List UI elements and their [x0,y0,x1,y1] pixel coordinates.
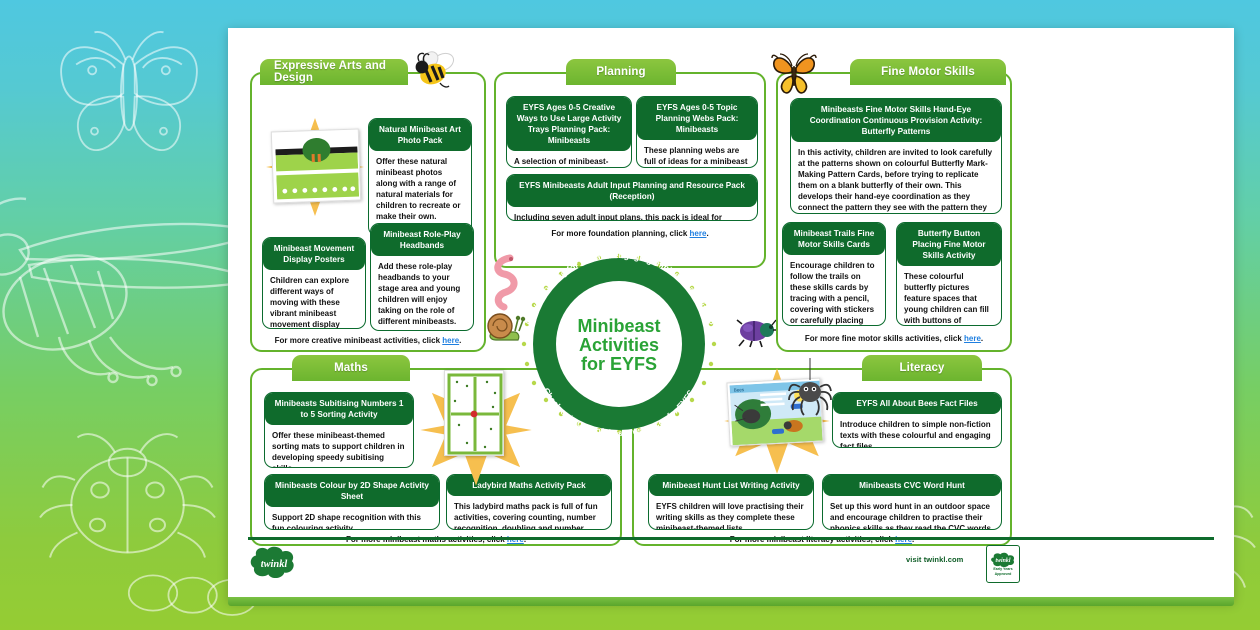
card-title: Minibeast Role-Play Headbands [371,224,473,256]
poster-page: Expressive Arts and Design [228,28,1234,602]
card-eyfs-creative-ways-activity-trays[interactable]: EYFS Ages 0-5 Creative Ways to Use Large… [506,96,632,168]
more-link-literacy: For more minibeast literacy activities, … [634,535,1010,544]
card-fine-motor-hand-eye-butterfly-patterns[interactable]: Minibeasts Fine Motor Skills Hand-Eye Co… [790,98,1002,214]
more-suffix: . [459,336,462,345]
card-title: Butterfly Button Placing Fine Motor Skil… [897,223,1001,266]
card-title: Minibeast Movement Display Posters [263,238,365,270]
card-eyfs-adult-input-planning-pack[interactable]: EYFS Minibeasts Adult Input Planning and… [506,174,758,221]
card-butterfly-button-placing-activity[interactable]: Butterfly Button Placing Fine Motor Skil… [896,222,1002,326]
more-suffix: . [706,229,709,238]
butterfly-icon [771,53,817,94]
card-eyfs-all-about-bees-fact-files[interactable]: EYFS All About Bees Fact Files Introduce… [832,392,1002,448]
more-text: For more creative minibeast activities, … [274,336,443,345]
photo-subitising-sorting-mat [444,370,504,456]
card-body: Including seven adult input plans, this … [514,213,723,221]
more-suffix: . [523,535,527,544]
card-title: Minibeasts Fine Motor Skills Hand-Eye Co… [791,99,1001,142]
card-body: A selection of minibeast-themed large ac… [514,157,609,166]
card-body: Offer these natural minibeast photos alo… [376,157,461,221]
bee-icon [415,51,455,88]
visit-twinkl-text[interactable]: visit twinkl.com [906,555,964,564]
card-title: EYFS Ages 0-5 Creative Ways to Use Large… [507,97,631,151]
spider-icon [788,358,832,416]
card-title: Minibeasts Colour by 2D Shape Activity S… [265,475,439,507]
card-body: These planning webs are full of ideas fo… [644,146,748,166]
card-body: Children can explore different ways of m… [270,276,350,329]
panel-planning: Planning EYFS Ages 0-5 Creative Ways to … [494,59,766,268]
badge-line2: Activities [579,335,659,355]
more-text: For more minibeast maths activities, cli… [345,535,507,544]
card-eyfs-topic-planning-webs[interactable]: EYFS Ages 0-5 Topic Planning Webs Pack: … [636,96,758,168]
card-body: Set up this word hunt in an outdoor spac… [830,502,994,530]
card-body: In this activity, children are invited t… [798,148,993,212]
card-body: Encourage children to follow the trails … [790,261,875,325]
more-text: For more minibeast literacy activities, … [729,535,896,544]
more-text: For more fine motor skills activities, c… [804,334,965,343]
card-minibeasts-cvc-word-hunt[interactable]: Minibeasts CVC Word Hunt Set up this wor… [822,474,1002,530]
card-minibeast-trails-fine-motor-cards[interactable]: Minibeast Trails Fine Motor Skills Cards… [782,222,886,326]
here-link[interactable]: here [689,229,707,238]
card-title: Minibeast Trails Fine Motor Skills Cards [783,223,885,255]
panel-fine-motor-skills: Fine Motor Skills Minibeasts Fine Motor … [776,59,1012,352]
card-title: EYFS Ages 0-5 Topic Planning Webs Pack: … [637,97,757,140]
card-minibeast-hunt-list-writing-activity[interactable]: Minibeast Hunt List Writing Activity EYF… [648,474,814,530]
card-title: Ladybird Maths Activity Pack [447,475,611,496]
card-minibeast-movement-display-posters[interactable]: Minibeast Movement Display Posters Child… [262,237,366,329]
photo-thumb-woodland [274,132,360,200]
more-link-planning: For more foundation planning, click here… [496,229,764,238]
here-link[interactable]: here [964,334,981,343]
card-minibeasts-colour-by-2d-shape[interactable]: Minibeasts Colour by 2D Shape Activity S… [264,474,440,530]
centre-badge: Are you looking for fun and engaging min… [511,252,727,440]
twinkl-early-years-badge: twinkl Early Years Approved [986,545,1020,583]
badge-arc-text: Are you looking for fun and engaging min… [521,252,717,438]
here-link[interactable]: here [895,535,913,544]
more-suffix: . [980,334,984,343]
card-body: This ladybird maths pack is full of fun … [454,502,598,530]
card-body: Support 2D shape recognition with this f… [272,513,421,530]
panel-expressive-arts-and-design: Expressive Arts and Design [250,59,486,352]
more-link-expressive: For more creative minibeast activities, … [252,336,484,345]
badge-wordmark: twinkl [996,558,1011,564]
panel-tab-expressive-arts[interactable]: Expressive Arts and Design [260,59,408,85]
page-bottom-bar [228,597,1234,606]
footer-divider [248,537,1214,540]
card-body: These colourful butterfly pictures featu… [904,272,989,325]
twinkl-wordmark: twinkl [261,559,288,570]
svg-text:Bees: Bees [734,387,745,393]
panel-tab-maths[interactable]: Maths [292,355,410,381]
twinkl-logo[interactable]: twinkl [248,546,300,580]
beetle-icon [736,319,776,348]
here-link[interactable]: here [506,535,524,544]
card-title: Natural Minibeast Art Photo Pack [369,119,471,151]
more-link-fine-motor: For more fine motor skills activities, c… [778,334,1010,343]
more-text: For more foundation planning, click [551,229,690,238]
more-suffix: . [912,535,915,544]
card-minibeast-role-play-headbands[interactable]: Minibeast Role-Play Headbands Add these … [370,223,474,331]
card-body: Introduce children to simple non-fiction… [840,420,991,448]
badge-line3: for EYFS [581,354,657,374]
card-body: EYFS children will love practising their… [656,502,804,530]
card-title: Minibeast Hunt List Writing Activity [649,475,813,496]
card-minibeasts-subitising-numbers[interactable]: Minibeasts Subitising Numbers 1 to 5 Sor… [264,392,414,468]
panel-tab-planning[interactable]: Planning [566,59,676,85]
snail-icon [487,313,526,341]
card-title: EYFS Minibeasts Adult Input Planning and… [507,175,757,207]
card-body: Offer these minibeast-themed sorting mat… [272,431,405,467]
badge-subtitle: Early Years Approved [993,567,1013,576]
card-natural-minibeast-art-photo-pack[interactable]: Natural Minibeast Art Photo Pack Offer t… [368,118,472,236]
more-link-maths: For more minibeast maths activities, cli… [252,535,620,544]
card-title: Minibeasts Subitising Numbers 1 to 5 Sor… [265,393,413,425]
card-ladybird-maths-activity-pack[interactable]: Ladybird Maths Activity Pack This ladybi… [446,474,612,530]
worm-icon [494,254,518,311]
photo-natural-minibeast-art [270,128,362,204]
badge-line1: Minibeast [577,316,660,336]
photo-thumb-sorting-mat [447,373,503,455]
badge-cloud-icon: twinkl [991,552,1015,568]
panel-tab-literacy[interactable]: Literacy [862,355,982,381]
here-link[interactable]: here [442,336,460,345]
card-title: EYFS All About Bees Fact Files [833,393,1001,414]
card-title: Minibeasts CVC Word Hunt [823,475,1001,496]
panel-tab-fine-motor-skills[interactable]: Fine Motor Skills [850,59,1006,85]
card-body: Add these role-play headbands to your st… [378,262,461,326]
